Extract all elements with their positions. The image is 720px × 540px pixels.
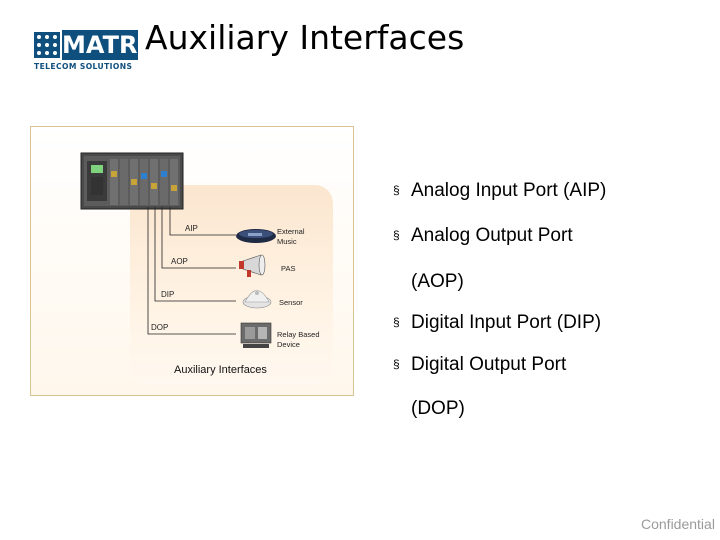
bullet-item-dop: § Digital Output Port	[393, 354, 566, 376]
aip-port-label: AIP	[185, 224, 198, 233]
bullet-marker-icon: §	[393, 183, 400, 197]
bullet-text: Analog Output Port	[411, 225, 573, 246]
dip-port-label: DIP	[161, 290, 175, 299]
diagram-panel	[130, 185, 333, 385]
auxiliary-interfaces-diagram: AIP AOP DIP DOP External Music PAS Senso…	[30, 126, 354, 396]
logo-dot-grid-icon	[34, 32, 60, 58]
logo-wordmark: MATRIX	[62, 30, 165, 60]
bullet-marker-icon: §	[393, 315, 400, 329]
connection-lines	[147, 207, 236, 335]
confidential-footer: Confidential	[641, 516, 715, 532]
external-music-label: External Music	[277, 227, 305, 246]
megaphone-image	[239, 254, 266, 277]
bullet-marker-icon: §	[393, 228, 400, 242]
slide-title: Auxiliary Interfaces	[145, 18, 465, 57]
logo-tagline: TELECOM SOLUTIONS	[34, 62, 133, 71]
relay-device-label: Relay Based Device	[277, 330, 320, 349]
music-player-image	[236, 229, 276, 243]
bullet-item-dop-continuation: (DOP)	[411, 398, 465, 419]
dop-port-label: DOP	[151, 323, 169, 332]
diagram-graphics	[80, 152, 276, 348]
sensor-image	[242, 290, 272, 309]
aop-port-label: AOP	[171, 257, 188, 266]
relay-device-image	[240, 322, 272, 348]
sensor-label: Sensor	[279, 298, 303, 307]
bullet-item-dip: § Digital Input Port (DIP)	[393, 312, 601, 334]
bullet-text: Analog Input Port (AIP)	[411, 180, 607, 201]
bullet-marker-icon: §	[393, 357, 400, 371]
matrix-logo: MATRIX TELECOM SOLUTIONS	[34, 30, 165, 74]
bullet-text: Digital Input Port (DIP)	[411, 312, 602, 333]
diagram-caption: Auxiliary Interfaces	[174, 364, 267, 376]
bullet-text: Digital Output Port	[411, 354, 567, 375]
pbx-chassis-image	[80, 152, 184, 210]
pas-label: PAS	[281, 264, 296, 273]
bullet-item-aip: § Analog Input Port (AIP)	[393, 180, 606, 202]
bullet-item-aop-continuation: (AOP)	[411, 271, 464, 292]
bullet-item-aop: § Analog Output Port	[393, 225, 573, 247]
